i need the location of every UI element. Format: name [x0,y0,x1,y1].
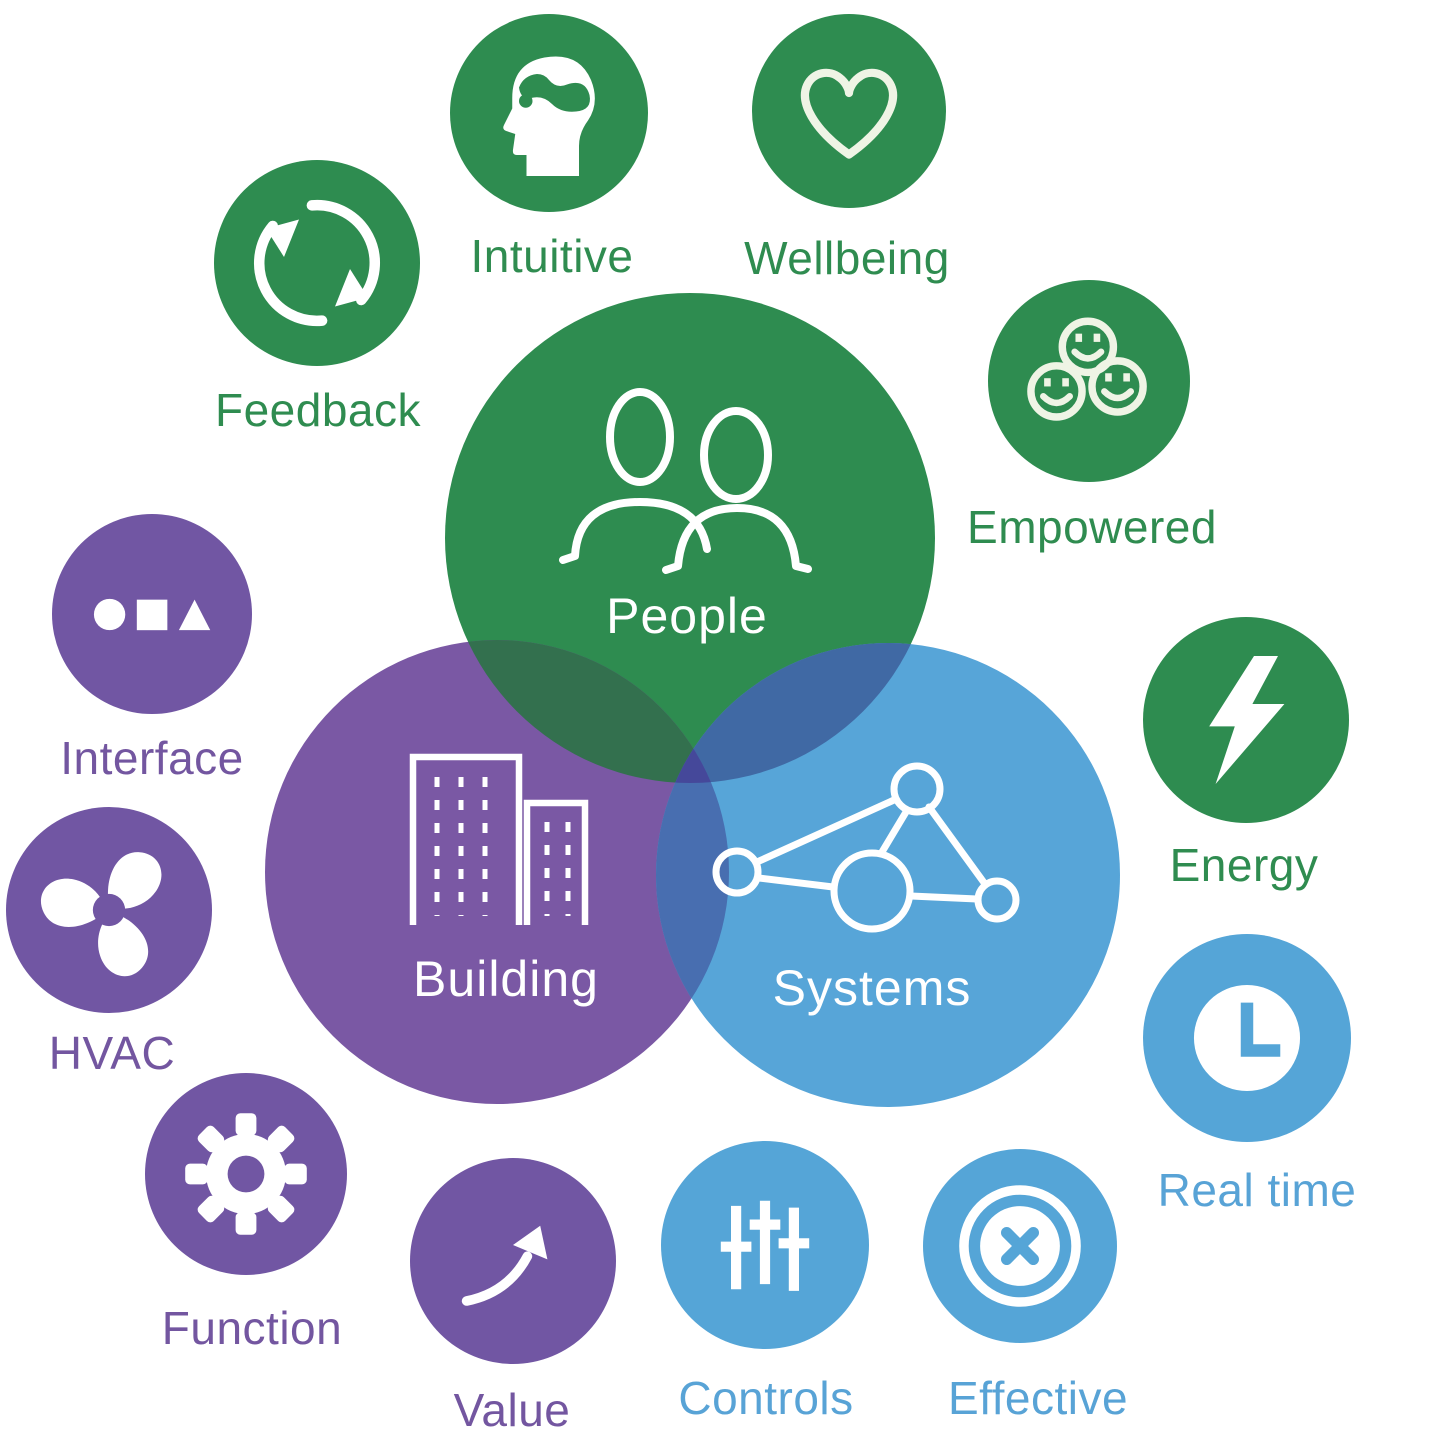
satellite-label-hvac: HVAC [48,1027,176,1079]
satellite-label-realtime: Real time [1157,1164,1357,1216]
fan-icon [40,852,162,977]
clock-icon [1193,984,1301,1092]
sliders-icon [720,1200,810,1291]
smiley-faces-icon [1026,317,1147,421]
satellite-label-interface: Interface [60,732,244,784]
satellite-label-empowered: Empowered [967,501,1217,553]
satellite-circle-realtime [1143,934,1351,1142]
satellite-label-value: Value [453,1384,571,1436]
satellite-label-wellbeing: Wellbeing [744,232,950,284]
cycle-arrows-icon [254,199,380,327]
target-x-icon [959,1185,1081,1307]
people-icon [559,388,812,574]
satellite-circle-hvac [6,807,212,1013]
satellite-circle-interface [52,514,252,714]
satellite-circle-controls [661,1141,869,1349]
building-icon [409,753,589,925]
satellite-circle-intuitive [450,14,648,212]
head-brain-icon [503,56,595,176]
network-icon [712,762,1020,933]
overlap-people-systems [656,643,935,783]
satellite-circle-feedback [214,160,420,366]
satellite-label-function: Function [161,1302,343,1354]
satellite-label-energy: Energy [1169,839,1319,891]
systems-label: Systems [772,960,972,1016]
overlap-people-building [445,640,729,783]
heart-icon [800,68,898,159]
satellite-circle-energy [1143,617,1349,823]
gear-icon [185,1113,307,1235]
satellite-circle-effective [923,1149,1117,1343]
satellite-circle-wellbeing [752,14,946,208]
satellite-label-controls: Controls [678,1372,854,1424]
lightning-bolt-icon [1209,656,1285,784]
satellite-circle-function [145,1073,347,1275]
satellite-circle-value [410,1158,616,1364]
satellite-circle-empowered [988,280,1190,482]
people-label: People [606,588,768,644]
satellite-label-feedback: Feedback [214,384,421,436]
satellite-label-intuitive: Intuitive [470,230,634,282]
rising-arrow-icon [461,1225,548,1306]
shapes-icon [93,598,210,630]
building-label: Building [413,951,599,1007]
satellite-label-effective: Effective [947,1372,1129,1424]
